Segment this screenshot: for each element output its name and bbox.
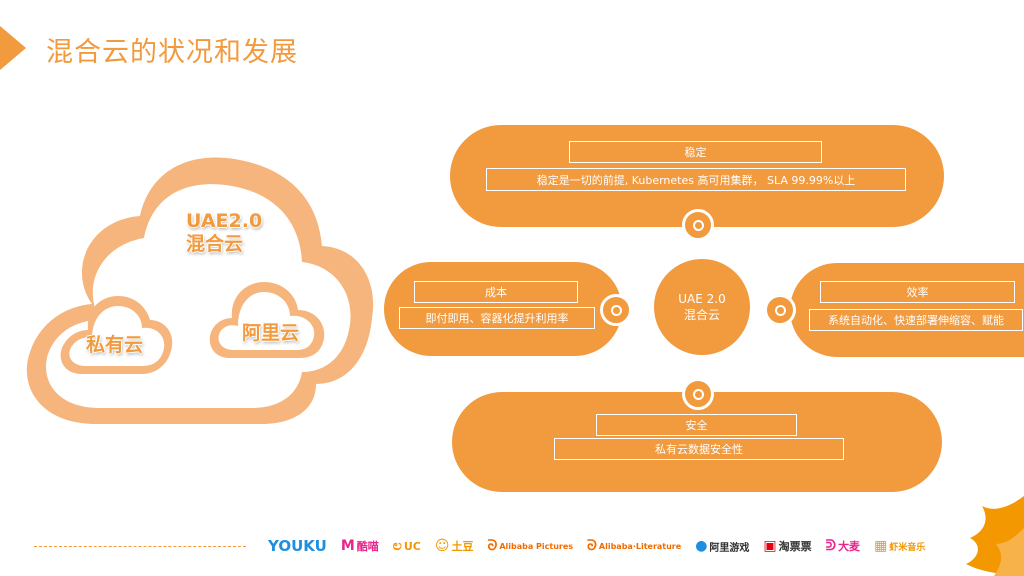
efficiency-pill <box>790 263 1024 357</box>
center-hub-line1: UAE 2.0 <box>678 292 726 306</box>
security-title: 安全 <box>596 414 797 436</box>
xiami-logo: ▦虾米音乐 <box>874 538 926 554</box>
ali-games-icon: ● <box>695 538 708 554</box>
cost-pill <box>384 262 622 356</box>
damai-icon: ᕲ <box>825 538 837 554</box>
taopiaopiao-icon: ▣ <box>763 538 777 554</box>
xiami-icon: ▦ <box>874 538 888 554</box>
tudou-logo: ☺土豆 <box>434 538 474 554</box>
fox-tail-decoration-icon <box>966 496 1024 576</box>
page-title: 混合云的状况和发展 <box>46 37 298 68</box>
center-hub: UAE 2.0 混合云 <box>654 259 750 355</box>
aliyun-cloud-label: 阿里云 <box>242 322 300 344</box>
kumiao-icon: M <box>340 538 355 554</box>
connector-bottom-icon <box>682 378 714 410</box>
efficiency-title: 效率 <box>820 281 1015 303</box>
center-hub-line2: 混合云 <box>683 308 720 322</box>
footer-divider <box>34 546 246 547</box>
tudou-icon: ☺ <box>434 538 450 554</box>
stability-title: 稳定 <box>569 141 822 163</box>
private-cloud-label: 私有云 <box>86 334 144 356</box>
alibaba-pictures-icon: ᘐ <box>487 538 498 554</box>
cost-title: 成本 <box>414 281 578 303</box>
security-desc: 私有云数据安全性 <box>554 438 844 460</box>
hybrid-cloud-illustration <box>26 157 374 424</box>
taopiaopiao-logo: ▣淘票票 <box>763 538 812 554</box>
alibaba-literature-icon: ᘐ <box>587 538 597 554</box>
hybrid-cloud-label-line1: UAE2.0 <box>186 210 263 232</box>
ali-games-logo: ●阿里游戏 <box>695 538 750 554</box>
youku-logo: YOUKU <box>268 537 327 555</box>
corner-accent-icon <box>0 26 26 70</box>
uc-icon: ಲ <box>392 538 402 554</box>
efficiency-desc: 系统自动化、快速部署伸缩容、赋能 <box>809 309 1023 331</box>
connector-left-icon <box>600 294 632 326</box>
hybrid-cloud-label: UAE2.0 混合云 <box>186 210 262 256</box>
connector-top-icon <box>682 209 714 241</box>
hybrid-cloud-label-line2: 混合云 <box>186 233 244 255</box>
stability-desc: 稳定是一切的前提, Kubernetes 高可用集群， SLA 99.99%以上 <box>486 168 906 191</box>
cost-desc: 即付即用、容器化提升利用率 <box>399 307 595 329</box>
connector-right-icon <box>764 294 796 326</box>
